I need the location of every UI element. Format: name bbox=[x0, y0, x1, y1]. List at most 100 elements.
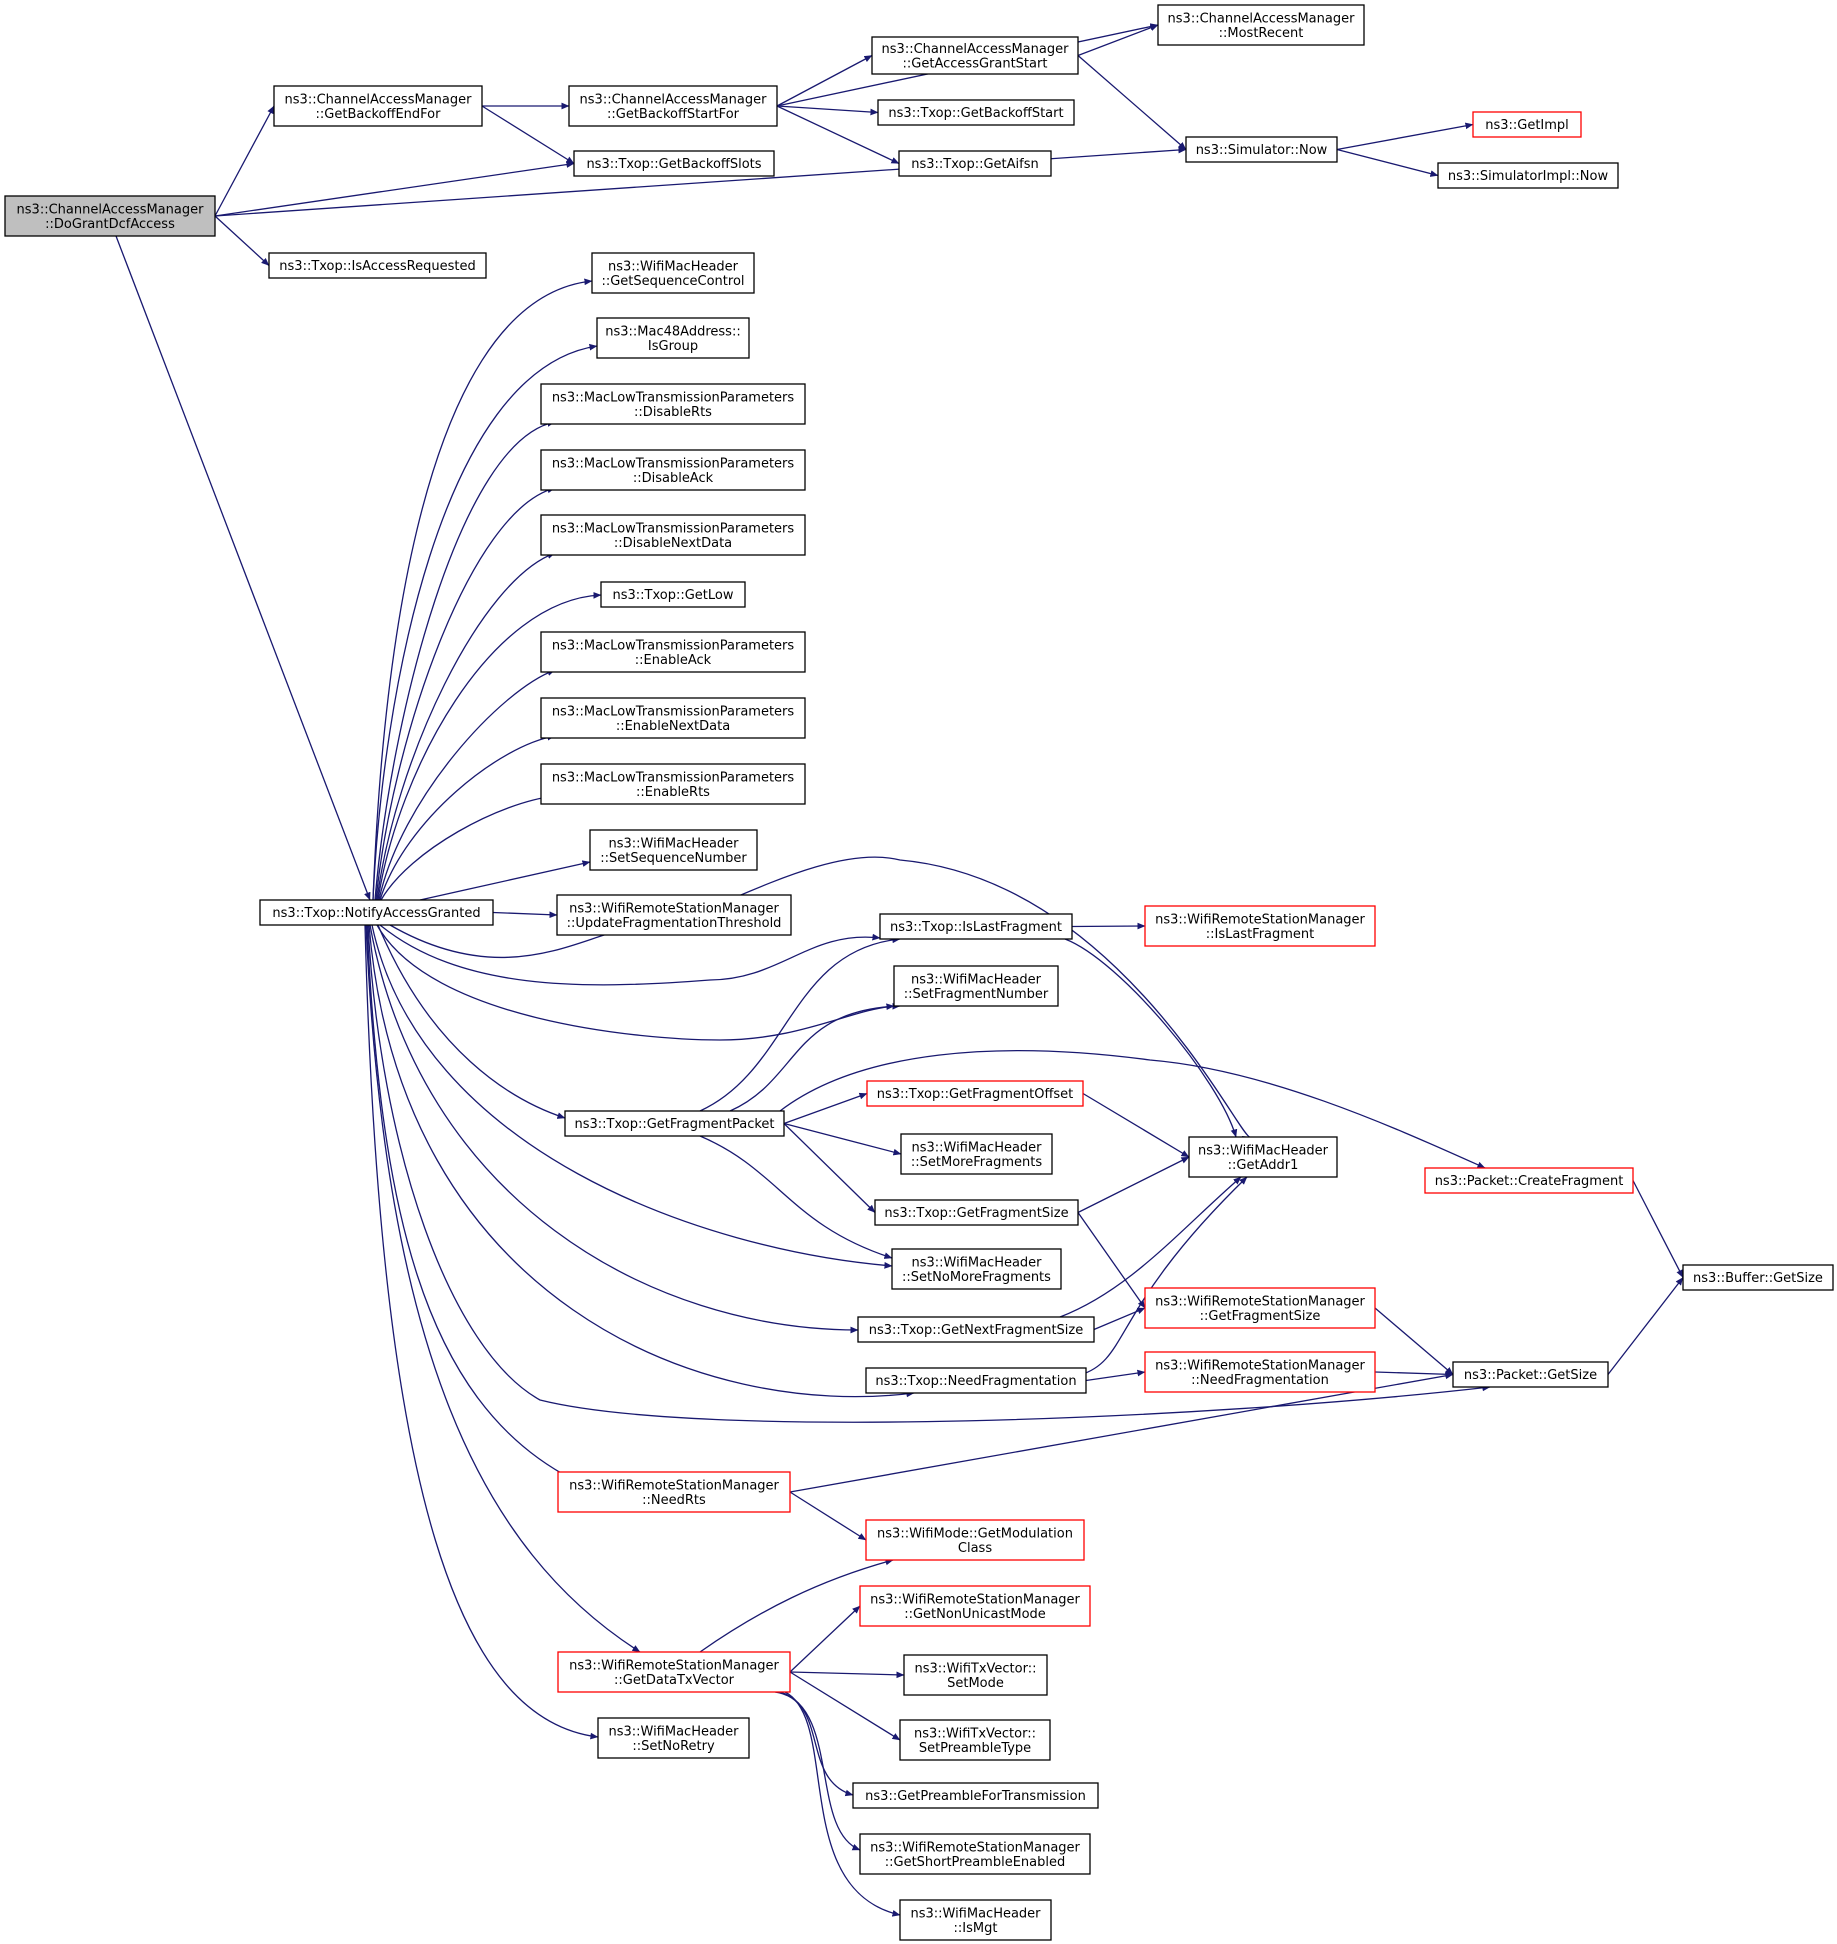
node-label: ::GetAccessGrantStart bbox=[903, 56, 1048, 71]
node-label: ns3::WifiMacHeader bbox=[608, 1724, 739, 1739]
node-box bbox=[893, 965, 1059, 1007]
edge-arrow bbox=[378, 669, 556, 901]
graph-node-n21[interactable]: ns3::MacLowTransmissionParameters::Enabl… bbox=[540, 763, 806, 805]
edge-arrow bbox=[369, 924, 859, 1334]
node-label: ns3::WifiRemoteStationManager bbox=[569, 901, 779, 916]
node-label: ns3::WifiTxVector:: bbox=[914, 1726, 1036, 1741]
edge-n8-to-n9 bbox=[1336, 122, 1474, 151]
graph-node-n29[interactable]: ns3::WifiMacHeader::SetMoreFragments bbox=[900, 1133, 1053, 1175]
edge-arrow bbox=[419, 860, 591, 901]
graph-node-n40[interactable]: ns3::WifiRemoteStationManager::NeedRts bbox=[557, 1471, 791, 1513]
edge-n27-to-n31 bbox=[779, 1050, 1486, 1169]
graph-node-n2[interactable]: ns3::ChannelAccessManager::GetBackoffSta… bbox=[568, 85, 778, 127]
graph-node-n49[interactable]: ns3::WifiMacHeader::IsMgt bbox=[899, 1899, 1052, 1941]
graph-node-n28[interactable]: ns3::Txop::GetFragmentOffset bbox=[866, 1080, 1084, 1107]
node-label: SetPreambleType bbox=[919, 1741, 1031, 1756]
graph-node-n35[interactable]: ns3::WifiRemoteStationManager::GetFragme… bbox=[1144, 1287, 1376, 1329]
graph-node-n44[interactable]: ns3::WifiTxVector::SetMode bbox=[903, 1654, 1048, 1696]
graph-node-n7[interactable]: ns3::Txop::GetBackoffSlots bbox=[573, 150, 775, 177]
edge-arrow bbox=[481, 105, 575, 165]
node-box bbox=[1185, 136, 1338, 163]
graph-node-n1[interactable]: ns3::ChannelAccessManager::GetBackoffEnd… bbox=[273, 85, 483, 127]
edge-n32-to-n35 bbox=[1077, 1212, 1146, 1309]
node-box bbox=[600, 581, 746, 608]
edge-arrow bbox=[1059, 1176, 1242, 1318]
graph-node-n46[interactable]: ns3::WifiMacHeader::SetNoRetry bbox=[597, 1717, 750, 1759]
graph-node-n20[interactable]: ns3::MacLowTransmissionParameters::Enabl… bbox=[540, 697, 806, 739]
graph-node-n8[interactable]: ns3::Simulator::Now bbox=[1185, 136, 1338, 163]
graph-node-n36[interactable]: ns3::Txop::GetNextFragmentSize bbox=[857, 1316, 1095, 1343]
graph-node-n26[interactable]: ns3::WifiMacHeader::SetFragmentNumber bbox=[893, 965, 1059, 1007]
node-label: ns3::Txop::GetBackoffSlots bbox=[586, 157, 761, 172]
graph-node-n38[interactable]: ns3::WifiRemoteStationManager::NeedFragm… bbox=[1144, 1351, 1376, 1393]
edge-n40-to-n41 bbox=[789, 1491, 867, 1541]
edge-n12-to-n19 bbox=[378, 669, 556, 901]
graph-node-n22[interactable]: ns3::WifiMacHeader::SetSequenceNumber bbox=[589, 829, 758, 871]
graph-node-n13[interactable]: ns3::WifiMacHeader::GetSequenceControl bbox=[591, 252, 755, 294]
node-label: ::SetNoMoreFragments bbox=[902, 1270, 1051, 1285]
graph-node-n11[interactable]: ns3::Txop::IsAccessRequested bbox=[268, 252, 487, 279]
edge-arrow bbox=[1077, 24, 1159, 57]
node-label: ns3::Txop::GetFragmentOffset bbox=[877, 1087, 1074, 1102]
node-label: ns3::WifiRemoteStationManager bbox=[1155, 912, 1365, 927]
graph-node-n15[interactable]: ns3::MacLowTransmissionParameters::Disab… bbox=[540, 383, 806, 425]
graph-node-n37[interactable]: ns3::Txop::NeedFragmentation bbox=[865, 1367, 1087, 1394]
edge-n27-to-n32 bbox=[783, 1123, 876, 1213]
graph-node-n12[interactable]: ns3::Txop::NotifyAccessGranted bbox=[259, 899, 494, 926]
node-label: Class bbox=[958, 1541, 992, 1556]
graph-node-n16[interactable]: ns3::MacLowTransmissionParameters::Disab… bbox=[540, 449, 806, 491]
graph-node-n27[interactable]: ns3::Txop::GetFragmentPacket bbox=[564, 1110, 785, 1137]
graph-node-n39[interactable]: ns3::Packet::GetSize bbox=[1452, 1361, 1609, 1388]
edge-arrow bbox=[789, 1671, 905, 1679]
graph-node-n19[interactable]: ns3::MacLowTransmissionParameters::Enabl… bbox=[540, 631, 806, 673]
graph-node-n31[interactable]: ns3::Packet::CreateFragment bbox=[1424, 1167, 1634, 1194]
node-box bbox=[899, 1719, 1051, 1761]
edge-arrow bbox=[1374, 1307, 1454, 1375]
graph-node-n34[interactable]: ns3::Buffer::GetSize bbox=[1682, 1264, 1834, 1291]
edge-arrow bbox=[115, 235, 371, 901]
node-label: ns3::Txop::GetFragmentSize bbox=[884, 1206, 1068, 1221]
node-label: ns3::WifiMacHeader bbox=[911, 972, 1042, 987]
graph-node-n48[interactable]: ns3::WifiRemoteStationManager::GetShortP… bbox=[859, 1833, 1091, 1875]
edge-n37-to-n30 bbox=[1079, 1176, 1248, 1376]
graph-node-n32[interactable]: ns3::Txop::GetFragmentSize bbox=[874, 1199, 1079, 1226]
graph-node-n23[interactable]: ns3::WifiRemoteStationManager::UpdateFra… bbox=[556, 894, 792, 936]
graph-node-n10[interactable]: ns3::SimulatorImpl::Now bbox=[1437, 162, 1619, 189]
graph-node-n18[interactable]: ns3::Txop::GetLow bbox=[600, 581, 746, 608]
graph-node-n25[interactable]: ns3::WifiRemoteStationManager::IsLastFra… bbox=[1144, 905, 1376, 947]
node-label: ::GetFragmentSize bbox=[1200, 1309, 1321, 1324]
graph-node-n17[interactable]: ns3::MacLowTransmissionParameters::Disab… bbox=[540, 514, 806, 556]
edge-arrow bbox=[1071, 922, 1146, 930]
node-box bbox=[859, 1833, 1091, 1875]
graph-node-n33[interactable]: ns3::WifiMacHeader::SetNoMoreFragments bbox=[891, 1248, 1062, 1290]
graph-node-n14[interactable]: ns3::Mac48Address::IsGroup bbox=[596, 317, 750, 359]
graph-node-n6[interactable]: ns3::Txop::GetAifsn bbox=[898, 150, 1052, 177]
node-box bbox=[1144, 1287, 1376, 1329]
edge-arrow bbox=[214, 161, 575, 217]
edge-arrow bbox=[492, 911, 558, 919]
graph-node-n24[interactable]: ns3::Txop::IsLastFragment bbox=[879, 913, 1073, 940]
graph-node-n45[interactable]: ns3::WifiTxVector::SetPreambleType bbox=[899, 1719, 1051, 1761]
node-box bbox=[879, 913, 1073, 940]
graph-node-n30[interactable]: ns3::WifiMacHeader::GetAddr1 bbox=[1188, 1136, 1338, 1178]
node-label: ns3::Simulator::Now bbox=[1196, 143, 1328, 158]
graph-node-n3[interactable]: ns3::ChannelAccessManager::GetAccessGran… bbox=[871, 36, 1079, 75]
edge-arrow bbox=[377, 924, 566, 1119]
edge-arrow bbox=[375, 486, 556, 901]
graph-node-n9[interactable]: ns3::GetImpl bbox=[1472, 111, 1582, 138]
node-label: ::GetSequenceControl bbox=[601, 274, 744, 289]
edge-arrow bbox=[364, 924, 599, 1740]
node-box bbox=[556, 894, 792, 936]
graph-node-n4[interactable]: ns3::ChannelAccessManager::MostRecent bbox=[1157, 4, 1365, 46]
edge-arrow bbox=[367, 924, 1491, 1423]
graph-node-n5[interactable]: ns3::Txop::GetBackoffStart bbox=[877, 99, 1075, 126]
edge-arrow bbox=[1064, 938, 1238, 1138]
node-box bbox=[259, 899, 494, 926]
node-label: ::IsLastFragment bbox=[1206, 927, 1315, 942]
graph-node-n47[interactable]: ns3::GetPreambleForTransmission bbox=[852, 1782, 1099, 1809]
edges-layer bbox=[115, 23, 1684, 1917]
nodes-layer: ns3::ChannelAccessManager::DoGrantDcfAcc… bbox=[4, 4, 1834, 1941]
graph-node-n42[interactable]: ns3::WifiRemoteStationManager::GetNonUni… bbox=[859, 1585, 1091, 1627]
graph-node-n43[interactable]: ns3::WifiRemoteStationManager::GetDataTx… bbox=[557, 1651, 791, 1693]
